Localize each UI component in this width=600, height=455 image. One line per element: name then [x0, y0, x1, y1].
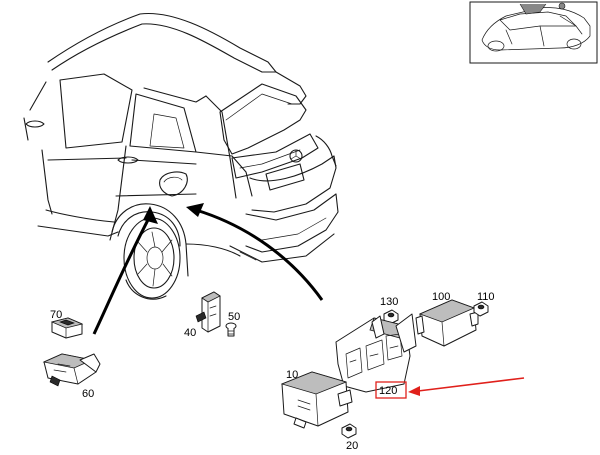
part-110-nut	[473, 301, 489, 317]
label-part-60: 60	[82, 388, 94, 400]
label-part-130: 130	[380, 296, 398, 308]
highlight-box	[375, 381, 407, 399]
vehicle-outline	[23, 12, 339, 300]
vehicle-overview-inset	[469, 1, 598, 64]
part-60-module	[42, 353, 101, 387]
part-50-screw	[225, 322, 237, 337]
highlight-arrow	[408, 377, 525, 396]
part-20-nut	[341, 423, 357, 439]
label-part-100: 100	[432, 291, 450, 303]
part-10-control-unit	[280, 371, 353, 429]
label-part-20: 20	[346, 440, 358, 452]
label-part-70: 70	[50, 309, 62, 321]
part-120-bracket	[335, 313, 417, 393]
label-part-10: 10	[286, 369, 298, 381]
part-130-nut	[383, 309, 399, 325]
part-70-module	[50, 317, 84, 339]
label-part-50: 50	[228, 311, 240, 323]
label-part-120: 120	[379, 385, 397, 397]
part-labels: 10 20 40 50 60 70 100 110 120 130	[50, 291, 495, 452]
label-part-40: 40	[184, 327, 196, 339]
label-part-110: 110	[477, 291, 495, 303]
location-arrows	[92, 203, 324, 335]
part-100-control-unit	[415, 299, 479, 347]
part-40-bracket	[195, 291, 221, 333]
